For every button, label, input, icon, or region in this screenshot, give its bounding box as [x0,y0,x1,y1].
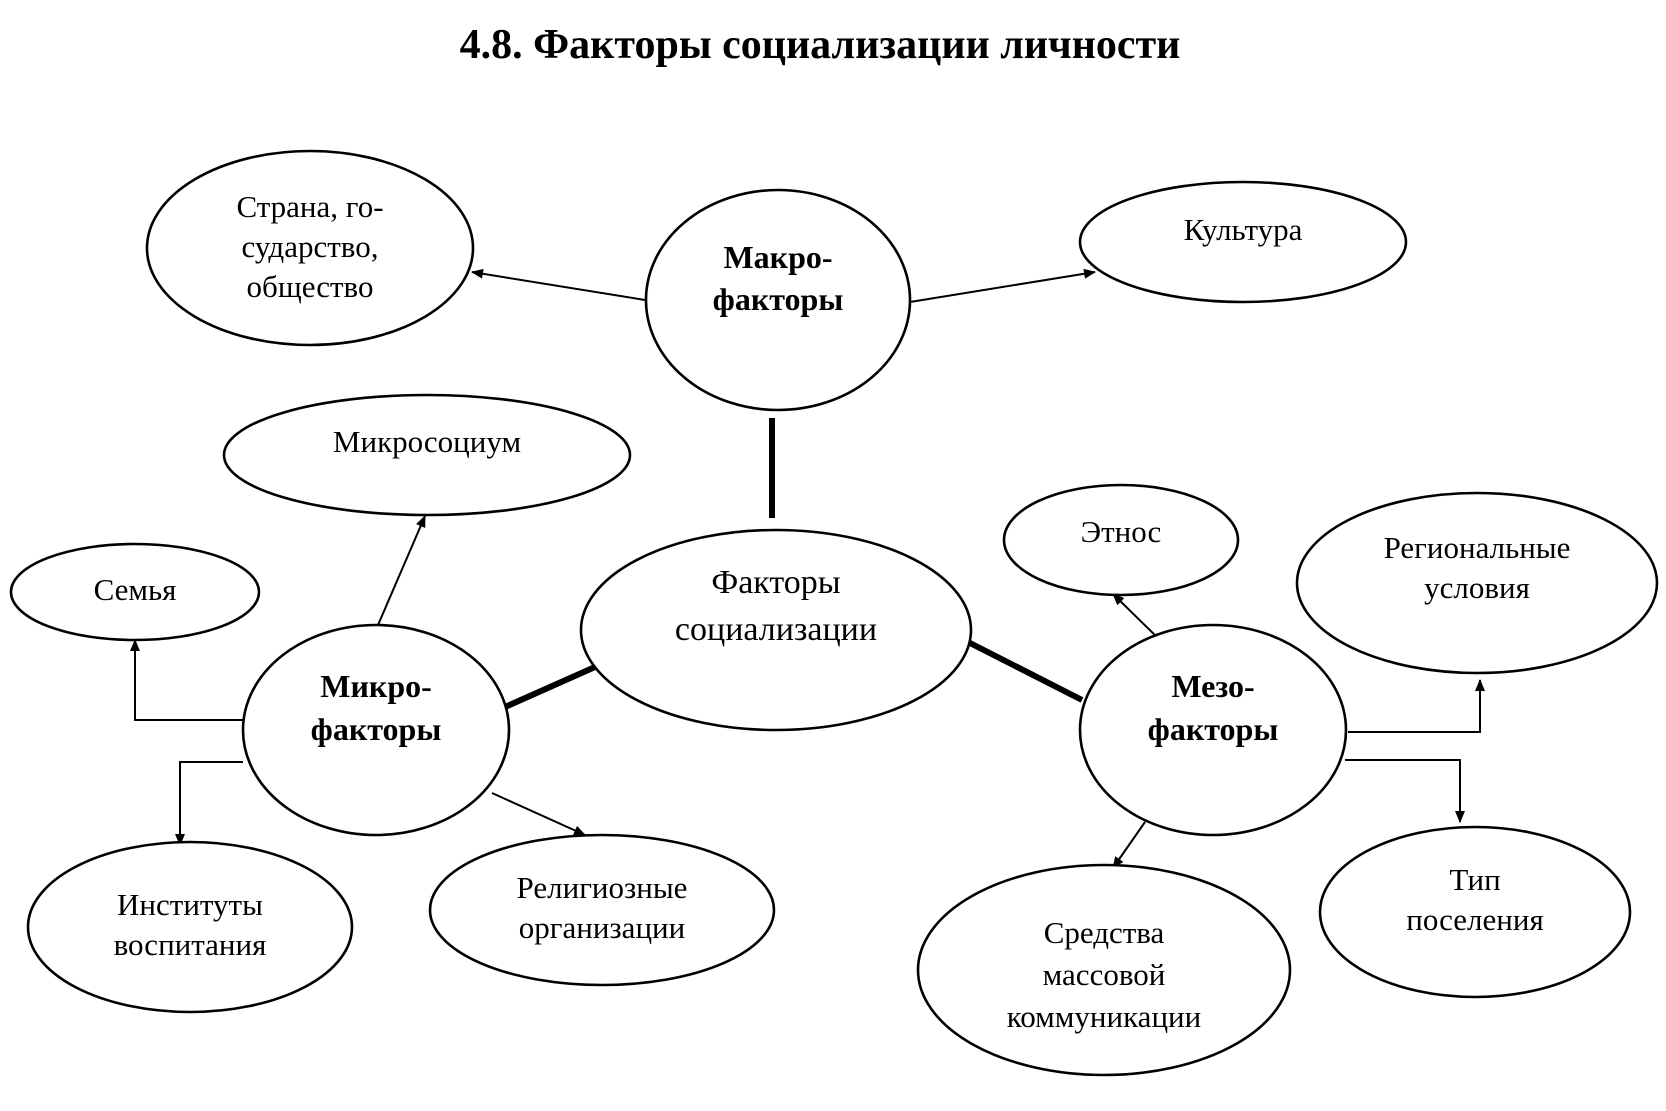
node-mass-media: Средства массовой коммуникации [916,863,1292,1077]
node-socialization-factors: Факторы социализации [579,528,973,732]
svg-text:факторы: факторы [1148,711,1279,747]
arrow-micro-institutes [175,761,243,846]
arrow-macro-culture [909,268,1096,303]
node-meso-factors: Мезо- факторы [1078,623,1348,837]
svg-text:Средства: Средства [1044,915,1165,950]
arrow-meso-media [1112,821,1146,869]
svg-text:Тип: Тип [1449,862,1500,897]
arrow-meso-ethnos [1112,593,1161,641]
svg-text:Этнос: Этнос [1081,514,1162,549]
svg-text:Микро-: Микро- [320,668,432,704]
connector-center-micro [503,664,597,710]
svg-text:факторы: факторы [311,711,442,747]
node-culture: Культура [1078,180,1408,304]
svg-text:сударство,: сударство, [242,229,379,264]
svg-text:воспитания: воспитания [114,927,267,962]
svg-text:Микросоциум: Микросоциум [333,424,521,459]
svg-text:коммуникации: коммуникации [1007,999,1201,1034]
svg-text:условия: условия [1424,570,1530,605]
svg-text:поселения: поселения [1406,902,1543,937]
svg-text:Страна, го-: Страна, го- [236,189,383,224]
svg-text:Религиозные: Религиозные [517,870,688,905]
svg-text:Факторы: Факторы [711,564,840,601]
node-micro-factors: Микро- факторы [241,623,511,837]
node-regional-conditions: Региональные условия [1295,491,1659,675]
svg-text:общество: общество [247,269,374,304]
node-country-state-society: Страна, го- сударство, общество [145,149,475,347]
svg-text:факторы: факторы [713,281,844,317]
node-family: Семья [9,542,261,642]
page-title: 4.8. Факторы социализации личности [460,22,1181,68]
node-upbringing-institutes: Институты воспитания [26,840,354,1014]
svg-text:Региональные: Региональные [1384,530,1571,565]
arrow-meso-regional [1348,679,1485,733]
svg-text:Семья: Семья [94,572,177,607]
svg-text:массовой: массовой [1043,957,1166,992]
svg-text:Макро-: Макро- [723,239,832,275]
node-macro-factors: Макро- факторы [644,188,912,412]
node-religious-organizations: Религиозные организации [428,833,776,987]
node-microsocium: Микросоциум [222,393,632,517]
arrow-micro-family [130,639,243,721]
node-settlement-type: Тип поселения [1318,825,1632,999]
arrow-micro-microsocium [377,515,426,626]
arrow-micro-religious [491,792,586,836]
arrow-macro-country [471,268,646,301]
svg-text:организации: организации [519,910,685,945]
svg-text:Культура: Культура [1184,212,1303,247]
svg-text:Институты: Институты [117,887,263,922]
connector-center-meso [966,639,1084,703]
node-ethnos: Этнос [1002,483,1240,597]
arrow-meso-settlement [1345,759,1465,823]
svg-text:социализации: социализации [675,611,877,648]
svg-text:Мезо-: Мезо- [1171,668,1254,704]
